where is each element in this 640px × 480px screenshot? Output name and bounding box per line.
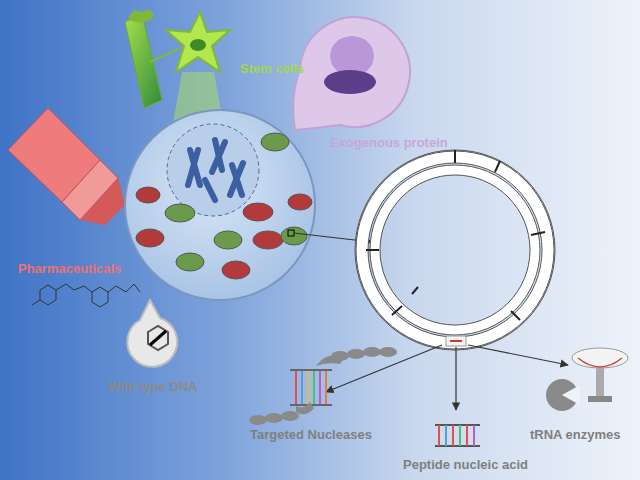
protein-label: Exogenous protein <box>330 136 448 150</box>
chemical-structure <box>32 284 140 307</box>
dna-bubble <box>127 300 177 367</box>
stem-cells-label: Stem cells <box>240 62 304 76</box>
pna-label: Peptide nucleic acid <box>403 458 528 472</box>
cell <box>125 110 315 300</box>
mtdna-ring <box>294 150 568 410</box>
pharmaceuticals-label: Pharmaceuticals <box>18 262 121 276</box>
dna-label: Wild type DNA <box>108 380 197 394</box>
nuclease-icon <box>249 347 397 425</box>
trna-icon <box>546 348 628 411</box>
trna-label: tRNA enzymes <box>530 428 621 442</box>
pna-icon <box>435 425 480 446</box>
protein-bubble <box>293 17 410 130</box>
pill-bottle <box>8 108 125 225</box>
nucleases-label: Targeted Nucleases <box>250 428 372 442</box>
